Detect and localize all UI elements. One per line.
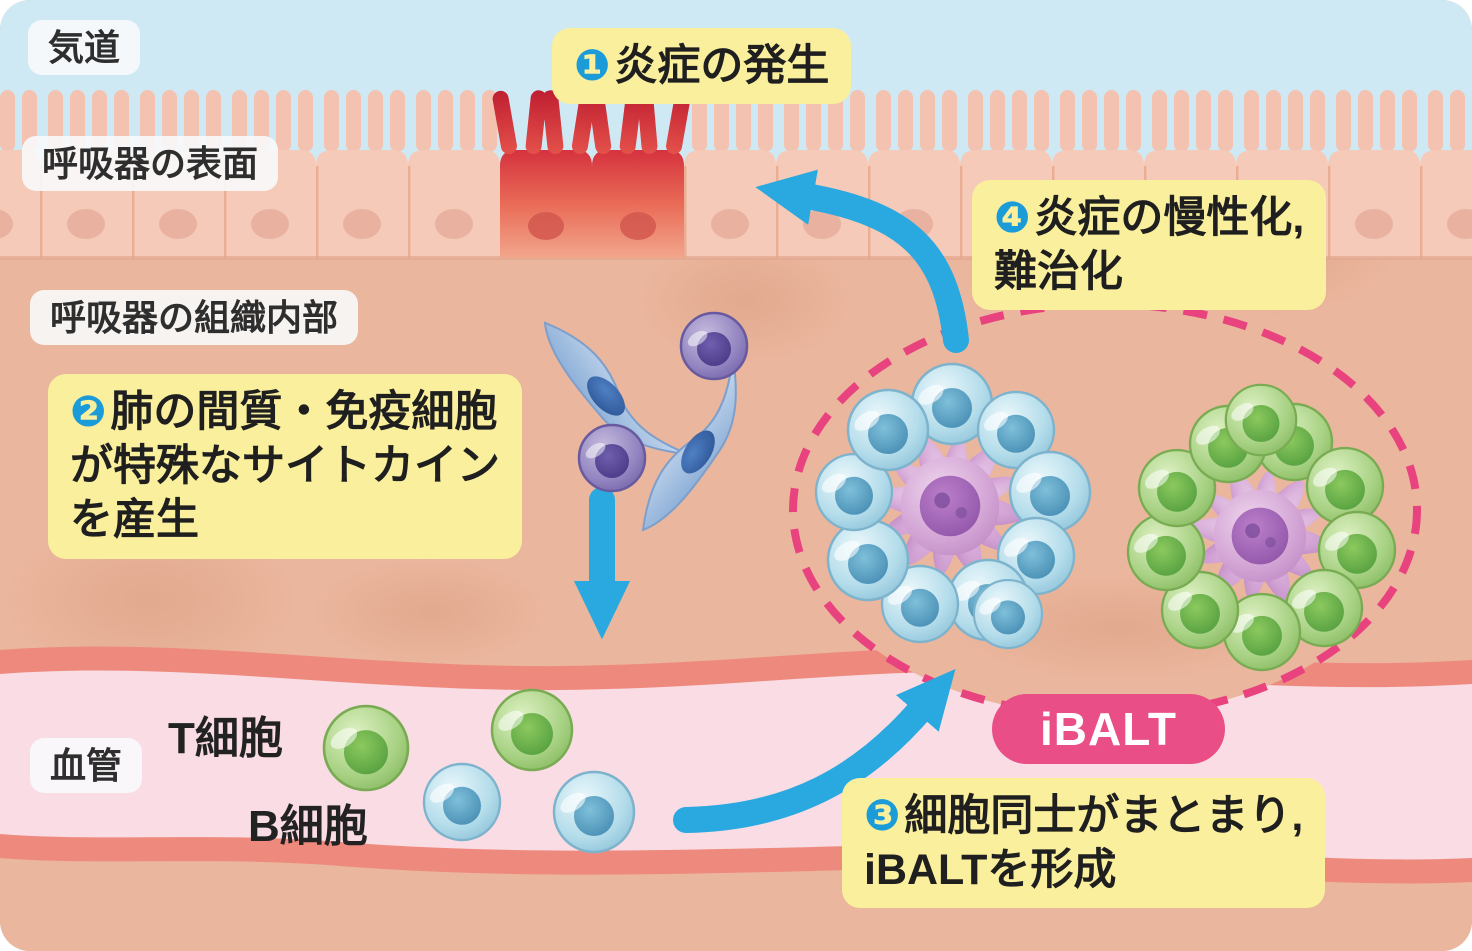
inflamed-epithelial-cells bbox=[491, 84, 692, 258]
step-1-text: 炎症の発生 bbox=[614, 42, 830, 90]
step-4-line: ❹炎症の慢性化, bbox=[994, 191, 1304, 245]
step-4-text: 炎症の慢性化, bbox=[1034, 194, 1305, 242]
immune-cell-purple bbox=[679, 311, 749, 381]
airway-label-text: 気道 bbox=[48, 27, 121, 68]
tissue-interior-label: 呼吸器の組織内部 bbox=[30, 290, 359, 346]
immune-cell-purple bbox=[577, 423, 647, 493]
b-cell bbox=[422, 762, 502, 842]
step-4-note: ❹炎症の慢性化, 難治化 bbox=[972, 180, 1327, 311]
b-cell-label: B細胞 bbox=[248, 802, 368, 851]
step-1-number-icon: ❶ bbox=[574, 42, 611, 90]
b-cell bbox=[846, 388, 930, 472]
b-cell bbox=[972, 578, 1044, 650]
blood-vessel-label: 血管 bbox=[30, 738, 143, 794]
step-3-note: ❸細胞同士がまとまり, iBALTを形成 bbox=[842, 778, 1326, 909]
ibalt-badge: iBALT bbox=[992, 694, 1226, 764]
t-cell bbox=[1224, 383, 1298, 457]
step-4-line: 難治化 bbox=[994, 248, 1123, 297]
b-cell bbox=[552, 770, 636, 854]
step-3-line: iBALTを形成 bbox=[864, 846, 1117, 895]
step-2-text: 肺の間質・免疫細胞 bbox=[110, 388, 498, 436]
curved-arrow-to-ibalt-icon bbox=[673, 668, 956, 833]
step-1-note: ❶炎症の発生 bbox=[552, 28, 852, 105]
step-3-text: 細胞同士がまとまり, bbox=[904, 792, 1304, 840]
epithelium-base-line bbox=[0, 256, 1472, 260]
tissue-interior-label-text: 呼吸器の組織内部 bbox=[50, 297, 339, 338]
b-cell bbox=[826, 518, 910, 602]
step-2-number-icon: ❷ bbox=[70, 388, 107, 436]
step-3-line: ❸細胞同士がまとまり, bbox=[864, 789, 1303, 843]
respiratory-surface-label-text: 呼吸器の表面 bbox=[42, 143, 259, 184]
step-2-line: ❷肺の間質・免疫細胞 bbox=[70, 385, 500, 439]
step-4-number-icon: ❹ bbox=[994, 194, 1031, 242]
t-cell-label: T細胞 bbox=[168, 714, 283, 763]
respiratory-surface-label: 呼吸器の表面 bbox=[22, 136, 279, 192]
t-cell bbox=[490, 688, 574, 772]
curved-arrow-to-epithelium-icon bbox=[755, 169, 969, 353]
step-2-note: ❷肺の間質・免疫細胞 が特殊なサイトカイン を産生 bbox=[48, 374, 522, 559]
step-2-line: が特殊なサイトカイン bbox=[70, 442, 500, 491]
t-cell bbox=[1305, 446, 1385, 526]
step-3-number-icon: ❸ bbox=[864, 792, 901, 840]
blood-vessel-label-text: 血管 bbox=[50, 745, 123, 786]
airway-label: 気道 bbox=[28, 20, 141, 76]
step-2-line: を産生 bbox=[70, 496, 199, 545]
t-cell bbox=[322, 704, 410, 792]
